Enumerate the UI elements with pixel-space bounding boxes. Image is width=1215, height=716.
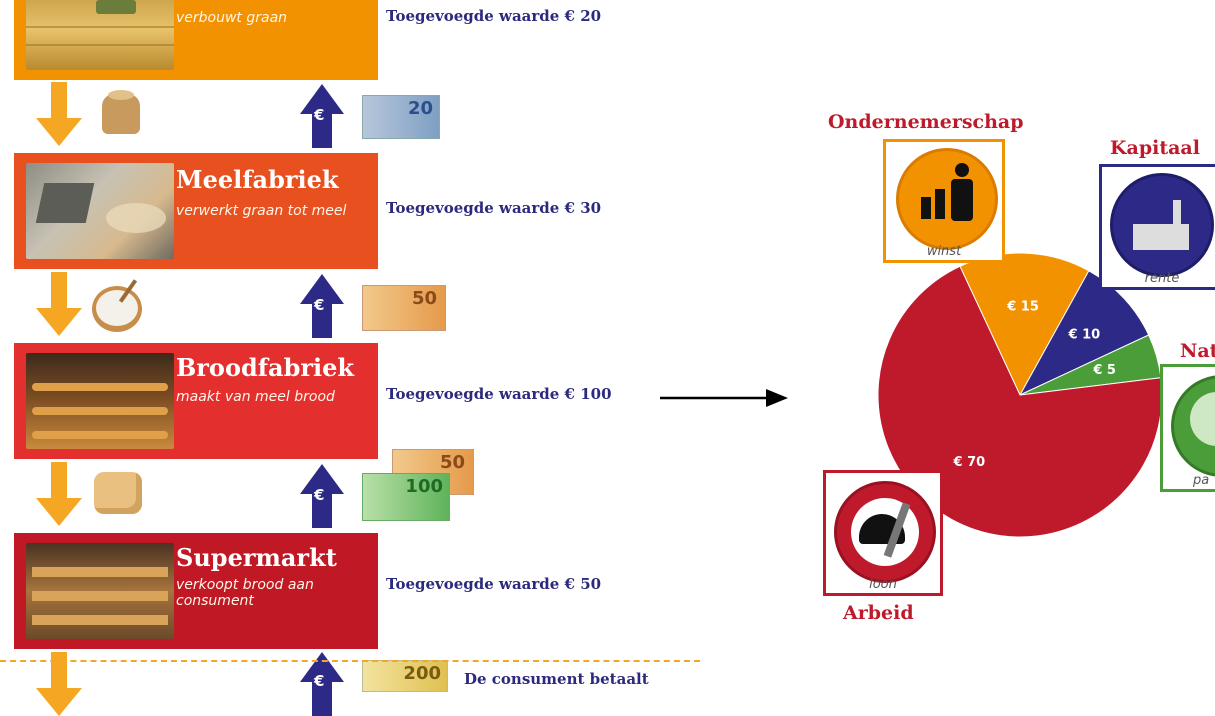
factor-label-kapitaal: Kapitaal	[1110, 137, 1200, 159]
euro-symbol: €	[314, 296, 325, 314]
stage-supermarkt: Supermarkt verkoopt brood aan consument	[14, 533, 378, 649]
bread-factory-photo	[26, 353, 174, 449]
banknote-50: 50	[362, 285, 446, 331]
flour-mill-photo	[26, 163, 174, 259]
factor-word-rente: rente	[1144, 271, 1180, 286]
stage-title: Meelfabriek	[176, 165, 339, 194]
euro-symbol: €	[314, 486, 325, 504]
tree-icon	[1171, 375, 1215, 477]
factor-box-natuur: pa	[1160, 364, 1215, 492]
factor-word-loon: loon	[869, 577, 897, 592]
stage-subtitle: maakt van meel brood	[176, 389, 335, 405]
factor-label-ondernemerschap: Ondernemerschap	[828, 111, 1024, 133]
factor-word-pacht: pa	[1193, 473, 1210, 488]
factor-label-arbeid: Arbeid	[843, 602, 914, 624]
factor-box-arbeid: loon	[823, 470, 943, 596]
flour-bowl-icon	[90, 276, 146, 336]
stage-broodfabriek: Broodfabriek maakt van meel brood	[14, 343, 378, 459]
growth-chart-businessman-icon	[896, 148, 998, 250]
flow-arrow-down	[36, 272, 82, 336]
dashed-divider	[0, 660, 700, 662]
value-distribution-pie: € 15 € 10 € 5 € 70	[877, 252, 1163, 538]
factory-icon	[1110, 173, 1214, 277]
pointer-arrow	[660, 389, 788, 407]
pie-slice-kapitaal	[1018, 270, 1150, 397]
stage-title: Broodfabriek	[176, 353, 355, 382]
pie-label-natuur: € 5	[1092, 363, 1116, 378]
grain-sack-icon	[96, 90, 146, 136]
bread-loaf-icon	[90, 468, 146, 518]
euro-symbol: €	[314, 106, 325, 124]
pie-label-arbeid: € 70	[953, 455, 986, 470]
euro-symbol: €	[314, 672, 325, 690]
stage-meelfabriek: Meelfabriek verwerkt graan tot meel	[14, 153, 378, 269]
helmet-wrench-icon	[834, 481, 936, 583]
value-label-supermarkt: Toegevoegde waarde € 50	[386, 575, 602, 593]
banknote-20: 20	[362, 95, 440, 139]
value-label-broodfabriek: Toegevoegde waarde € 100	[386, 385, 612, 403]
value-label-boer: Toegevoegde waarde € 20	[386, 7, 602, 25]
money-arrow-up	[300, 84, 344, 148]
pie-label-ondernemerschap: € 15	[1006, 300, 1039, 315]
stage-subtitle: verbouwt graan	[176, 10, 288, 26]
wheat-harvest-photo	[26, 0, 174, 70]
banknote-100: 100	[362, 473, 450, 521]
value-label-meelfabriek: Toegevoegde waarde € 30	[386, 199, 602, 217]
banknote-200: 200	[362, 660, 448, 692]
supermarket-photo	[26, 543, 174, 639]
flow-arrow-down	[36, 462, 82, 526]
factor-label-natuur: Nat	[1180, 340, 1215, 362]
factor-word-winst: winst	[926, 244, 962, 259]
stage-subtitle: verwerkt graan tot meel	[176, 203, 347, 219]
money-arrow-up	[300, 274, 344, 338]
factor-box-ondernemerschap: winst	[883, 139, 1005, 263]
pie-label-kapitaal: € 10	[1068, 327, 1101, 342]
consumer-pays-text: De consument betaalt	[464, 670, 649, 688]
money-arrow-up	[300, 464, 344, 528]
pie-slice-arbeid	[877, 265, 1163, 538]
stage-boer: verbouwt graan	[14, 0, 378, 80]
stage-title: Supermarkt	[176, 543, 337, 572]
stage-subtitle: verkoopt brood aan consument	[176, 577, 314, 609]
factor-box-kapitaal: rente	[1099, 164, 1215, 290]
flow-arrow-down	[36, 82, 82, 146]
